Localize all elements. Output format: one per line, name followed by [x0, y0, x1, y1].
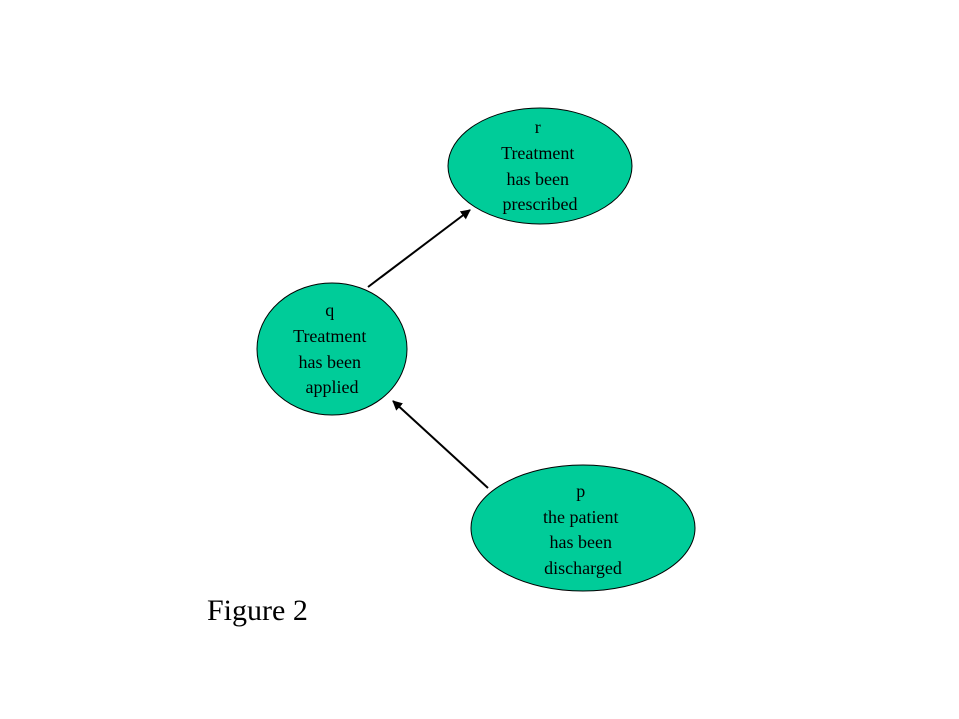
- node-r-line: r: [535, 117, 541, 137]
- figure-caption: Figure 2: [207, 594, 308, 627]
- node-q-line: q: [325, 300, 334, 320]
- node-r-label: r Treatment has been prescribed: [501, 117, 579, 214]
- node-r-line: has been: [507, 169, 569, 189]
- node-q-line: applied: [306, 377, 359, 397]
- node-p-line: the patient: [543, 507, 618, 527]
- edge-p-to-q: [392, 400, 489, 489]
- node-q-label: q Treatment has been applied: [293, 300, 371, 397]
- node-r-line: Treatment: [501, 143, 574, 163]
- node-p-line: discharged: [544, 558, 622, 578]
- node-p: p the patient has been discharged: [470, 464, 696, 592]
- node-p-line: p: [576, 481, 585, 501]
- node-p-shape: [470, 464, 696, 592]
- node-r-shape: [447, 107, 633, 225]
- edge-q-to-r: [367, 209, 471, 288]
- node-r: r Treatment has been prescribed: [447, 107, 633, 225]
- node-p-line: has been: [550, 532, 612, 552]
- node-q: q Treatment has been applied: [256, 282, 408, 416]
- node-q-line: Treatment: [293, 326, 366, 346]
- node-q-shape: [256, 282, 408, 416]
- node-q-line: has been: [299, 352, 361, 372]
- node-r-line: prescribed: [503, 194, 578, 214]
- node-p-label: p the patient has been discharged: [543, 481, 623, 578]
